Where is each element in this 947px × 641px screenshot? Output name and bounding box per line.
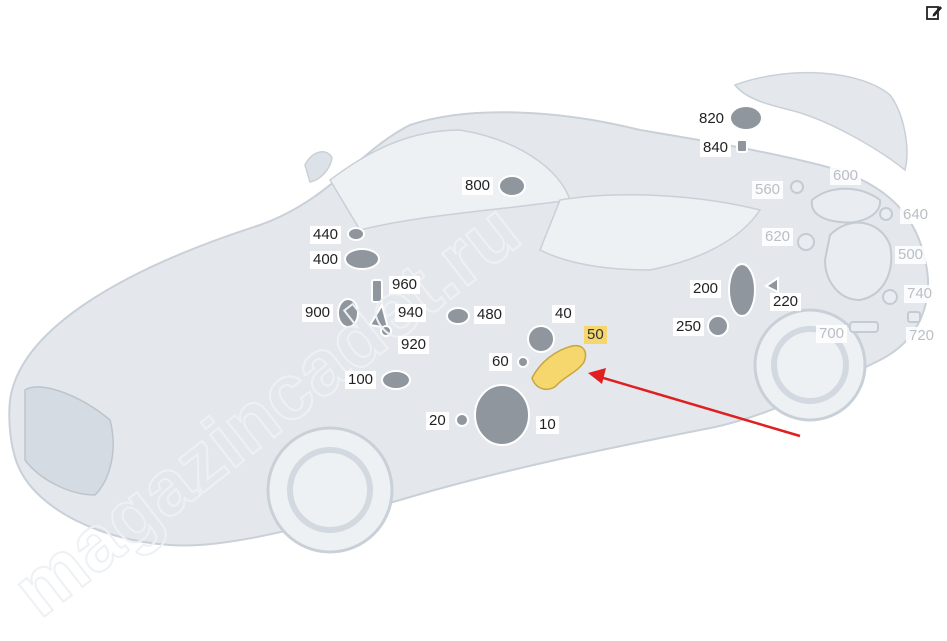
part-900[interactable] [337,298,359,328]
car-illustration [8,71,929,554]
pointer-arrow [588,368,801,438]
part-740[interactable] [882,289,898,305]
callout-800[interactable]: 800 [462,177,494,195]
part-700[interactable] [849,321,879,333]
callout-720[interactable]: 720 [906,327,938,345]
callout-220[interactable]: 220 [770,293,802,311]
callout-640[interactable]: 640 [900,206,932,224]
front-grille [24,386,114,496]
edit-icon[interactable] [925,3,943,21]
callout-400[interactable]: 400 [310,251,342,269]
callout-40[interactable]: 40 [552,305,575,323]
callout-840[interactable]: 840 [700,139,732,157]
part-400[interactable] [344,248,380,270]
part-720[interactable] [907,311,921,323]
callout-60[interactable]: 60 [489,353,512,371]
callout-560[interactable]: 560 [752,181,784,199]
windshield [329,129,571,231]
part-60[interactable] [517,356,529,368]
callout-700[interactable]: 700 [816,325,848,343]
rear-wheel-hub [771,326,849,404]
part-480[interactable] [446,307,470,325]
callout-50[interactable]: 50 [584,326,607,344]
part-200[interactable] [728,263,756,317]
part-250[interactable] [707,315,729,337]
callout-940[interactable]: 940 [395,304,427,322]
part-800[interactable] [498,175,526,197]
callout-480[interactable]: 480 [474,306,506,324]
part-40[interactable] [527,325,555,353]
parts [337,105,779,446]
callout-820[interactable]: 820 [696,110,728,128]
callout-440[interactable]: 440 [310,226,342,244]
part-100[interactable] [381,370,411,390]
callout-600[interactable]: 600 [830,167,862,185]
part-440[interactable] [347,227,365,241]
part-960[interactable] [371,279,383,303]
front-wheel-hub [287,447,373,533]
part-640[interactable] [879,207,893,221]
callout-900[interactable]: 900 [302,304,334,322]
front-wheel [266,426,394,554]
part-600[interactable] [810,187,882,224]
callout-20[interactable]: 20 [426,412,449,430]
faded-parts [790,180,921,333]
callout-740[interactable]: 740 [904,285,936,303]
callout-200[interactable]: 200 [690,280,722,298]
part-500[interactable] [823,221,893,302]
callout-500[interactable]: 500 [895,246,927,264]
rear-spoiler [733,71,908,172]
callout-920[interactable]: 920 [398,336,430,354]
part-620[interactable] [797,233,815,251]
side-window [539,194,762,271]
part-560[interactable] [790,180,804,194]
part-220[interactable] [764,276,779,294]
part-50-highlighted[interactable] [531,344,587,391]
callout-620[interactable]: 620 [762,228,794,246]
part-940[interactable] [368,302,390,330]
callout-250[interactable]: 250 [673,318,705,336]
callout-960[interactable]: 960 [389,276,421,294]
part-10[interactable] [474,384,530,446]
part-820[interactable] [729,105,763,131]
part-840[interactable] [736,139,748,153]
callout-10[interactable]: 10 [536,416,559,434]
side-mirror [304,151,333,183]
part-20[interactable] [455,413,469,427]
callout-100[interactable]: 100 [345,371,377,389]
part-920[interactable] [380,325,392,337]
